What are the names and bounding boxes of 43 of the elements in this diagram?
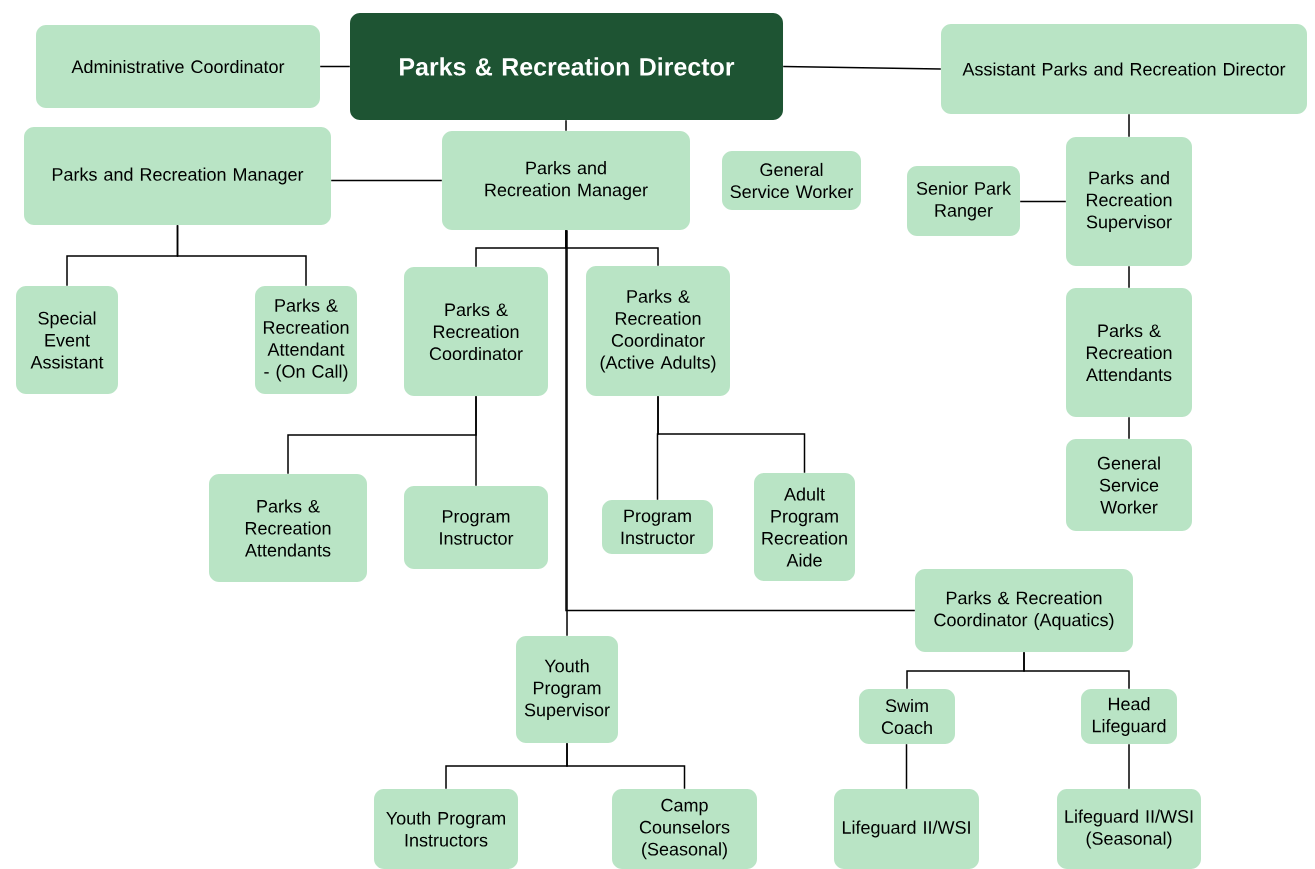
connector-line <box>1128 113 1130 138</box>
org-box: Special Event Assistant <box>16 286 118 394</box>
connector-line <box>1128 416 1130 440</box>
org-box: Adult Program Recreation Aide <box>754 473 855 581</box>
org-box: Parks and Recreation Manager <box>24 127 331 225</box>
org-box: Parks & Recreation Attendants <box>209 474 367 582</box>
connector-line <box>565 229 916 612</box>
connector-line <box>475 395 477 487</box>
org-box: Lifeguard II/WSI (Seasonal) <box>1057 789 1201 869</box>
connector-line <box>1019 200 1067 203</box>
connector-line <box>1023 651 1130 690</box>
org-box: Program Instructor <box>404 486 548 569</box>
org-box: Youth Program Supervisor <box>516 636 618 743</box>
connector-line <box>330 179 443 182</box>
connector-line <box>1128 265 1130 289</box>
director-box: Parks & Recreation Director <box>350 13 783 120</box>
org-box: Lifeguard II/WSI <box>834 789 979 869</box>
connector-line <box>905 743 908 790</box>
connector-line <box>657 395 806 474</box>
org-box: Program Instructor <box>602 500 713 554</box>
org-box: Swim Coach <box>859 689 955 744</box>
org-box: Head Lifeguard <box>1081 689 1177 744</box>
connector-line <box>1128 743 1130 790</box>
connector-line <box>566 742 686 790</box>
org-box: Assistant Parks and Recreation Director <box>941 24 1307 114</box>
org-box: General Service Worker <box>1066 439 1192 531</box>
connector-line <box>319 65 351 68</box>
org-box: Parks & Recreation Coordinator (Active Adults) <box>586 266 730 396</box>
org-box: Parks & Recreation Coordinator <box>404 267 548 396</box>
org-box: General Service Worker <box>722 151 861 210</box>
connector-line <box>782 65 942 70</box>
org-box: Parks & Recreation Attendant - (On Call) <box>255 286 357 394</box>
org-box: Camp Counselors (Seasonal) <box>612 789 757 869</box>
org-box: Parks & Recreation Attendants <box>1066 288 1192 417</box>
connector-line <box>566 229 568 637</box>
connector-line <box>565 119 567 132</box>
org-box: Parks and Recreation Manager <box>442 131 690 230</box>
connector-line <box>176 224 307 287</box>
org-box: Administrative Coordinator <box>36 25 320 108</box>
org-box: Parks and Recreation Supervisor <box>1066 137 1192 266</box>
org-box: Senior Park Ranger <box>907 166 1020 236</box>
org-box: Parks & Recreation Coordinator (Aquatics) <box>915 569 1133 652</box>
org-box: Youth Program Instructors <box>374 789 518 869</box>
